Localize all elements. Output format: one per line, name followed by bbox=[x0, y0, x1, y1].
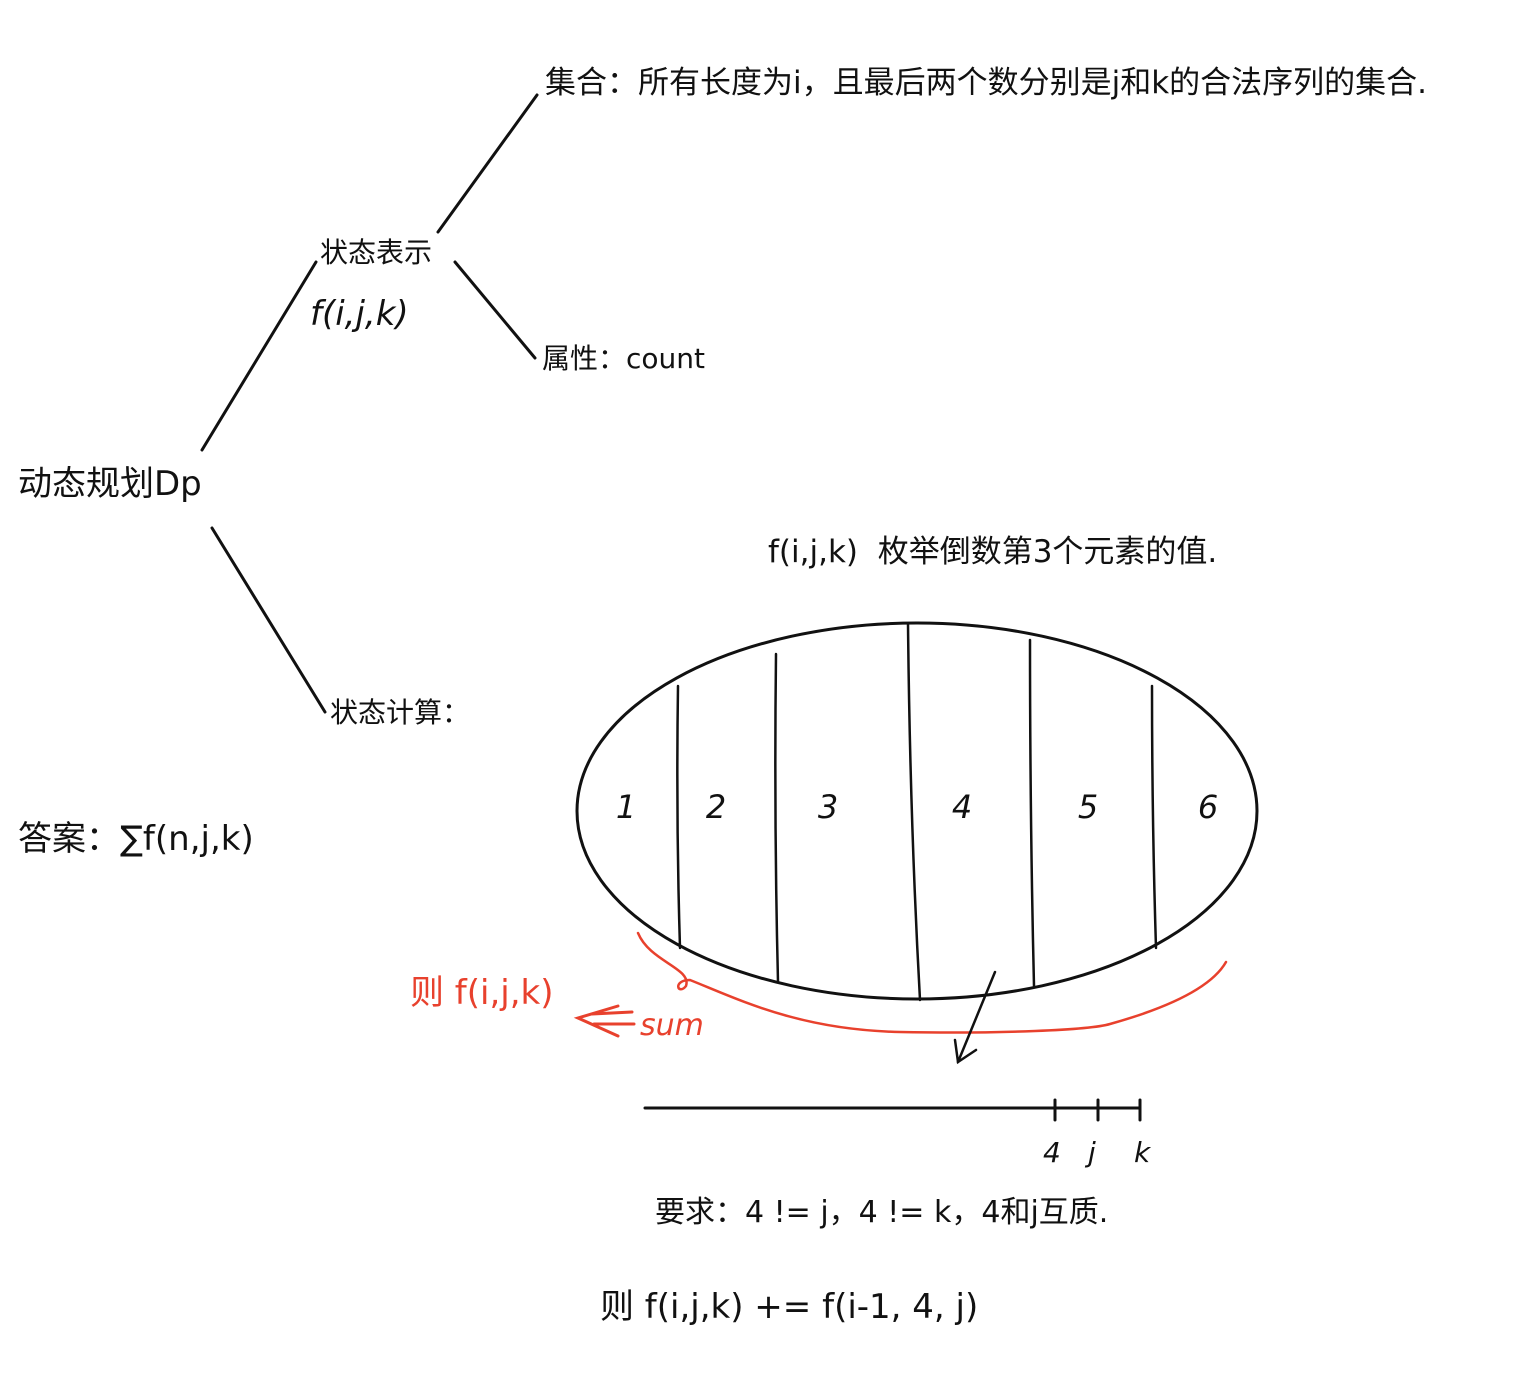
partition-divider-1 bbox=[676, 684, 682, 950]
partition-divider-4 bbox=[1028, 638, 1036, 988]
partition-divider-2 bbox=[774, 652, 780, 984]
state-computation-label: 状态计算： bbox=[330, 696, 470, 729]
set-definition: 集合：所有长度为i，且最后两个数分别是j和k的合法序列的集合. bbox=[545, 65, 1427, 101]
transition-formula: 则 f(i,j,k) += f(i-1, 4, j) bbox=[600, 1287, 978, 1327]
sum-label: sum bbox=[640, 1008, 704, 1043]
partition-label-4: 4 bbox=[952, 788, 972, 826]
branch-representation-to-set bbox=[436, 93, 539, 234]
down-arrow-icon bbox=[953, 970, 997, 1065]
sum-result-formula: 则 f(i,j,k) bbox=[410, 973, 554, 1013]
attribute-count: 属性：count bbox=[542, 342, 705, 375]
sequence-line bbox=[643, 1098, 1142, 1122]
answer-formula: 答案：∑f(n,j,k) bbox=[18, 819, 254, 859]
branch-representation-to-attribute bbox=[453, 260, 537, 360]
requirement-text: 要求：4 != j，4 != k，4和j互质. bbox=[655, 1195, 1108, 1230]
root-label: 动态规划Dp bbox=[18, 464, 202, 504]
tick-label-4: 4 bbox=[1043, 1136, 1061, 1169]
partition-divider-3 bbox=[906, 622, 922, 1002]
partition-label-2: 2 bbox=[706, 788, 726, 826]
partition-label-5: 5 bbox=[1078, 788, 1098, 826]
partition-divider-5 bbox=[1150, 684, 1158, 950]
enumeration-heading: f(i,j,k) 枚举倒数第3个元素的值. bbox=[768, 534, 1217, 570]
double-left-arrow-icon bbox=[573, 1004, 636, 1038]
sum-brace bbox=[636, 931, 1228, 1034]
set-partition-ellipse bbox=[575, 621, 1259, 1001]
state-representation-label: 状态表示 bbox=[320, 236, 432, 269]
state-representation-formula: f(i,j,k) bbox=[310, 294, 409, 334]
branch-root-to-state-computation bbox=[210, 526, 327, 714]
partition-labels: 1 2 3 4 5 6 bbox=[616, 788, 1218, 826]
tick-label-j: j bbox=[1084, 1136, 1096, 1169]
tick-label-k: k bbox=[1134, 1136, 1152, 1169]
partition-label-3: 3 bbox=[818, 788, 838, 826]
partition-label-6: 6 bbox=[1198, 788, 1218, 826]
branch-root-to-state-representation bbox=[200, 260, 318, 452]
partition-label-1: 1 bbox=[616, 788, 636, 826]
